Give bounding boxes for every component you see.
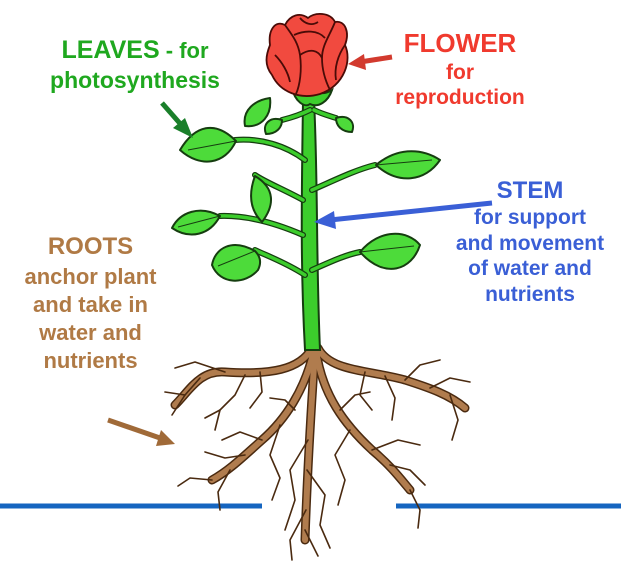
roots-title: ROOTS <box>8 232 173 263</box>
stem-desc-3: of water and <box>440 256 620 282</box>
leaves-title-line: LEAVES - for <box>40 35 230 66</box>
flower-label: FLOWER for reproduction <box>380 28 540 111</box>
rose-flower <box>267 14 348 96</box>
roots-desc-1: anchor plant <box>8 263 173 291</box>
stem-title: STEM <box>440 176 620 205</box>
leaves-title: LEAVES <box>61 36 159 64</box>
stem-desc-4: nutrients <box>440 282 620 308</box>
roots <box>165 348 470 560</box>
roots-desc-4: nutrients <box>8 347 173 375</box>
leaf <box>336 117 353 132</box>
leaf <box>265 119 282 134</box>
leaves-desc: photosynthesis <box>40 66 230 94</box>
roots-desc-2: and take in <box>8 291 173 319</box>
green-arrow-icon <box>162 103 193 138</box>
roots-label: ROOTS anchor plant and take in water and… <box>8 232 173 375</box>
leaves-suffix: - for <box>160 38 209 63</box>
leaves-label: LEAVES - for photosynthesis <box>40 35 230 94</box>
leaf <box>376 151 440 178</box>
roots-desc-3: water and <box>8 319 173 347</box>
leaf <box>212 245 260 281</box>
stem-label: STEM for support and movement of water a… <box>440 176 620 308</box>
brown-arrow-icon <box>108 420 175 446</box>
stem-desc-2: and movement <box>440 231 620 257</box>
stem <box>302 100 320 350</box>
flower-desc-2: reproduction <box>380 85 540 111</box>
flower-desc-1: for <box>380 60 540 86</box>
flower-title: FLOWER <box>380 28 540 60</box>
stem-desc-1: for support <box>440 205 620 231</box>
